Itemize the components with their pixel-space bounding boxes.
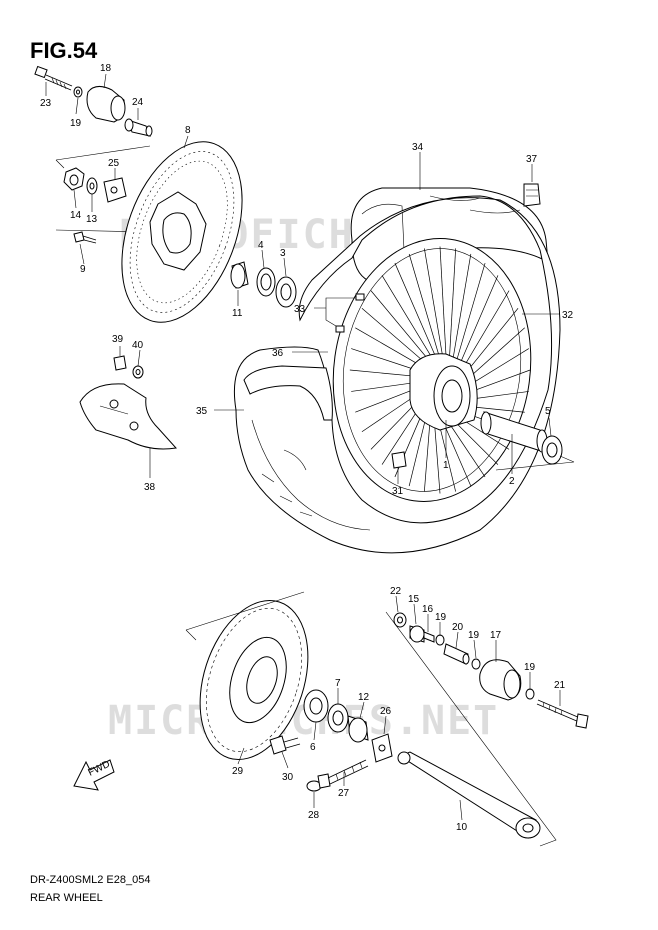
part-33-spoke-nipples [335,293,365,333]
callout-29: 29 [232,766,244,777]
part-24-collar [124,118,153,137]
part-35-tire [233,195,561,554]
wheel-spoke [451,262,486,377]
callout-27: 27 [338,788,350,799]
callout-labels: 23 19 18 24 8 25 14 13 9 4 3 11 34 37 32… [40,63,574,833]
callout-14: 14 [70,210,82,221]
part-11-spacer [230,261,249,289]
callout-2: 2 [509,476,515,487]
wheel-spoke [381,275,438,367]
callout-4: 4 [258,240,264,251]
figure-name: REAR WHEEL [30,892,103,904]
wheel-spoke [448,248,457,371]
callout-32: 32 [562,310,574,321]
watermark-bottom: MICROFICHES.NET [108,698,499,744]
part-13-washer [86,177,98,195]
callout-10: 10 [456,822,468,833]
part-19-washer-c [525,688,535,700]
callout-5: 5 [545,406,551,417]
callout-37: 37 [526,154,538,165]
figure-title: FIG.54 [30,38,98,63]
part-22-nut [393,612,407,628]
callout-19-d: 19 [524,662,536,673]
callout-19-b: 19 [435,612,447,623]
part-16-spacer [423,631,435,643]
part-4-oil-seal [256,267,276,297]
callout-17: 17 [490,630,502,641]
callout-21: 21 [554,680,566,691]
part-10-axle [397,751,541,839]
part-38-disc-cover [79,383,177,450]
callout-20: 20 [452,622,464,633]
callout-11: 11 [232,308,243,319]
part-37-valve-cap [523,183,541,207]
part-27-bolt [317,759,369,789]
part-19-washer [73,86,83,98]
part-36-rim-band [243,365,333,421]
callout-3: 3 [280,248,286,259]
callout-28: 28 [308,810,320,821]
callout-19-c: 19 [468,630,480,641]
callout-24: 24 [132,97,144,108]
wheel-spoke [423,248,445,368]
part-23-bolt [34,65,73,91]
wheel-spoke [439,246,448,369]
part-8-brake-disc [121,141,243,323]
callout-35: 35 [196,406,208,417]
part-12-spacer [347,715,369,743]
part-9-bolt [73,231,97,244]
callout-13: 13 [86,214,98,225]
part-15-collar [409,625,425,643]
part-21-bolt [536,699,589,729]
callout-6: 6 [310,742,316,753]
part-1-hub [409,353,478,431]
part-39-bolt [113,355,127,371]
callout-40: 40 [132,340,144,351]
part-31-bolt [391,451,407,469]
part-25-plate [103,177,127,203]
callout-25: 25 [108,158,120,169]
part-29-rear-sprocket [199,599,309,761]
wheel-spoke [394,262,440,367]
wheel-spoke [408,253,443,367]
fwd-arrow-icon: FWD [73,759,115,791]
callout-12: 12 [358,692,370,703]
wheel-spoke [370,290,436,368]
part-7-oil-seal [327,703,349,733]
callout-18: 18 [100,63,112,74]
callout-33: 33 [294,304,306,315]
callout-34: 34 [412,142,424,153]
part-30-bolt [269,735,301,755]
callout-31: 31 [392,486,404,497]
part-17-spacer [479,659,522,701]
callout-16: 16 [422,604,434,615]
callout-19-a: 19 [70,118,82,129]
leader-lines [45,73,561,821]
callout-1: 1 [443,460,449,471]
part-18-spacer [86,86,126,123]
wheel-spoke [450,253,472,374]
part-5-seal [541,435,563,465]
part-14-nut [63,167,85,191]
part-19-washer-a [435,634,445,646]
part-6-bearing [303,689,329,723]
callout-7: 7 [335,678,341,689]
part-19-washer-b [471,658,481,670]
callout-26: 26 [380,706,392,717]
callout-36: 36 [272,348,284,359]
callout-39: 39 [112,334,124,345]
part-26-chain-adjuster [371,733,393,763]
callout-9: 9 [80,264,86,275]
callout-23: 23 [40,98,52,109]
callout-30: 30 [282,772,294,783]
part-20-spacer [443,643,470,665]
callout-15: 15 [408,594,420,605]
model-code: DR-Z400SML2 E28_054 [30,874,151,886]
callout-22: 22 [390,586,402,597]
callout-38: 38 [144,482,156,493]
part-40-washer [132,365,144,379]
callout-8: 8 [185,125,191,136]
part-3-bearing [275,276,297,308]
